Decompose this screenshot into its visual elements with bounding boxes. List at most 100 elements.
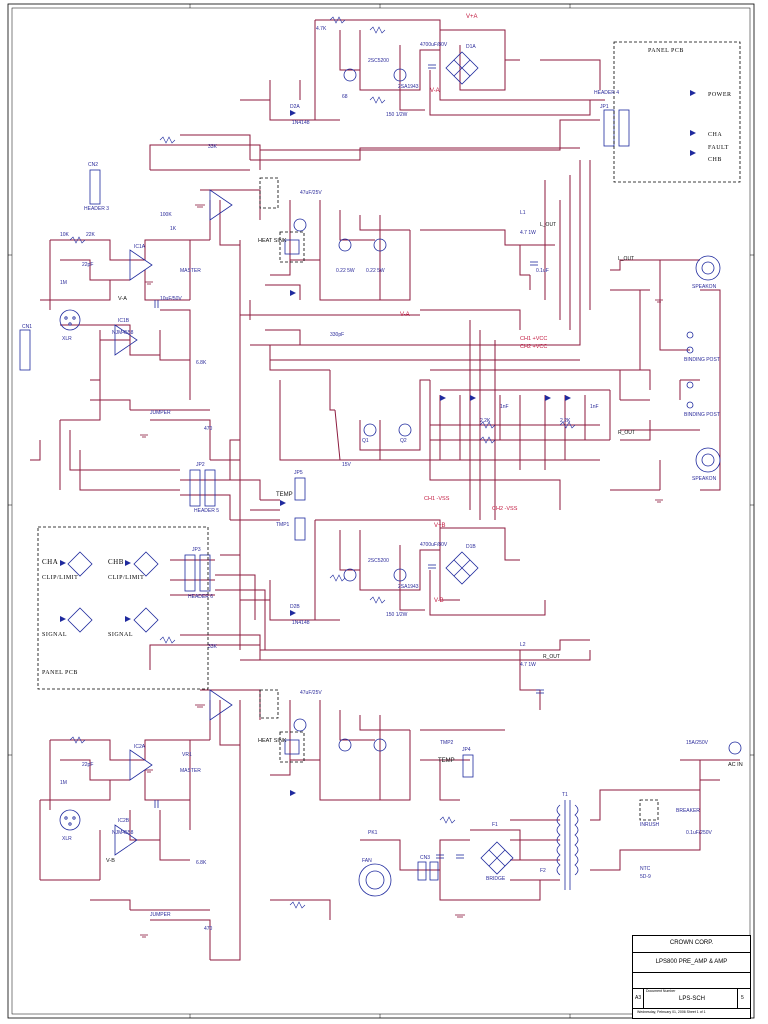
ic1a-label: IC1A	[134, 244, 146, 250]
chb-left-label: CHB	[108, 558, 124, 566]
value-r-0r22-b: 0.22 5W	[366, 268, 385, 274]
component-symbols	[19, 51, 742, 897]
d1a-label: D1A	[466, 44, 476, 50]
value-l2: L2	[520, 642, 526, 648]
jp4-label: JP4	[462, 747, 471, 753]
value-r-22k-a: 22K	[86, 232, 95, 238]
doc-number: LPS-SCH	[679, 996, 706, 1002]
q1-label: Q1	[362, 438, 369, 444]
rail-va-label: V-A	[400, 312, 410, 318]
date-sheet-row: Wednesday, February 01, 2006 Sheet 1 of …	[637, 1010, 706, 1014]
tmp2-label: TMP2	[440, 740, 454, 746]
master-a-label: MASTER	[180, 268, 201, 274]
value-r-4r7-a: 4.7 1W	[520, 230, 536, 236]
sheet-inner-border	[11, 7, 751, 1015]
t1-label: T1	[562, 792, 568, 798]
value-d-1n4148-a: 1N4148	[292, 120, 310, 126]
l-out-net-label: L_OUT	[540, 222, 557, 228]
wire-network	[30, 19, 740, 961]
inrush-label: INRUSH	[640, 822, 660, 828]
breaker-label: BREAKER	[676, 808, 700, 814]
f2-label: F2	[540, 868, 546, 874]
schematic-title: LPS800 PRE_AMP & AMP	[655, 959, 728, 965]
speakon-2-label: SPEAKON	[692, 476, 717, 482]
header4-label: HEADER 4	[594, 90, 620, 96]
heat-sink-a-label: HEAT SINK	[258, 238, 287, 244]
company-name: CROWN CORP.	[669, 940, 714, 946]
value-r-150-a: 150 1/2W	[386, 112, 408, 118]
doc-number-caption: Document Number	[646, 989, 676, 993]
value-ic-4558-b: NJM4558	[112, 830, 134, 836]
value-r-6k8-b: 6.8K	[196, 860, 207, 866]
resistor-symbols	[69, 16, 576, 909]
ac-in-label: AC IN	[728, 762, 743, 768]
r-out-net-label: R_OUT	[543, 654, 560, 660]
rail-vnb-label: V-B	[434, 598, 444, 604]
value-l1: L1	[520, 210, 526, 216]
tmp1-label: TMP1	[276, 522, 290, 528]
value-r-2k2-b: 2.2K	[560, 418, 571, 424]
clip-limit-a-label: CLIP/LIMIT	[42, 575, 79, 581]
d1b-label: D1B	[466, 544, 476, 550]
ic2b-label: IC2B	[118, 818, 130, 824]
value-c-1n-a: 1nF	[500, 404, 509, 410]
rail-ch2-vss-label: CH2 -VSS	[492, 506, 518, 512]
clip-limit-b-label: CLIP/LIMIT	[108, 575, 145, 581]
value-r-150-b: 150 1/2W	[386, 612, 408, 618]
diode-symbols	[60, 90, 696, 796]
jp2-label: JP2	[196, 462, 205, 468]
binding-post-1-label: BINDING POST	[684, 357, 720, 363]
value-c-22p-a: 22pF	[82, 262, 94, 268]
panel-pcb-title: PANEL PCB	[648, 48, 684, 54]
value-c-10u-a: 10uF/50V	[160, 296, 182, 302]
power-led-label: POWER	[708, 92, 732, 98]
value-zener-a: 15V	[342, 462, 351, 468]
binding-post-2-label: BINDING POST	[684, 412, 720, 418]
value-r-10k-a: 10K	[60, 232, 69, 238]
fan-label: FAN	[362, 858, 372, 864]
value-c-470u-b: 4700uF/80V	[420, 542, 448, 548]
header5-label: HEADER 5	[194, 508, 220, 514]
value-r-1m-b: 1M	[60, 780, 67, 786]
value-r-1k-a: 1K	[170, 226, 177, 232]
xlr-a-label: XLR	[62, 336, 72, 342]
panel-pcb-box	[613, 41, 741, 183]
value-r-68-a: 68	[342, 94, 348, 100]
jp1-label: JP1	[600, 104, 609, 110]
fault-led-label: FAULT	[708, 145, 729, 151]
value-r-2k2-a: 2.2K	[480, 418, 491, 424]
panel-pcb-left-box	[37, 526, 209, 690]
sheet-size: A3	[635, 995, 642, 1001]
value-q-2sa1943-a: 2SA1943	[398, 84, 419, 90]
value-q-2sa1943-b: 2SA1943	[398, 584, 419, 590]
jumper-a-label: JUMPER	[150, 410, 171, 416]
header3-label: HEADER 3	[84, 206, 110, 212]
value-ntc: 5D-9	[640, 874, 651, 880]
value-d-1n4148-b: 1N4148	[292, 620, 310, 626]
vr1-label: VR1	[182, 752, 192, 758]
value-r-0r22-a: 0.22 5W	[336, 268, 355, 274]
value-r-6k8-a: 6.8K	[196, 360, 207, 366]
ic1b-label: IC1B	[118, 318, 130, 324]
revision: 5	[741, 995, 744, 1001]
value-r-33k-a: 33K	[208, 144, 217, 150]
title-block: CROWN CORP. LPS800 PRE_AMP & AMP Documen…	[632, 935, 751, 1019]
speakon-1-label: SPEAKON	[692, 284, 717, 290]
dashed-groups	[37, 41, 741, 821]
x-cap-label: 0.1uF/250V	[686, 830, 712, 836]
bridge-label: BRIDGE	[486, 876, 506, 882]
cha-led-label: CHA	[708, 132, 723, 138]
ground-symbols	[140, 204, 663, 938]
value-r-470-b: 470	[204, 926, 213, 932]
cn1-label: CN1	[22, 324, 33, 330]
xlr-b-label: XLR	[62, 836, 72, 842]
jp5-label: JP5	[294, 470, 303, 476]
rail-ch2-vcc-label: CH2 +VCC	[520, 344, 548, 350]
value-q-2sc5200-a: 2SC5200	[368, 58, 389, 64]
value-r-100k-a: 100K	[160, 212, 172, 218]
value-c-330p-a: 330pF	[330, 332, 345, 338]
value-c-22p-b: 22pF	[82, 762, 94, 768]
d2b-label: D2B	[290, 604, 300, 610]
sheet-border	[7, 3, 755, 1019]
rail-vna-label: V-A	[430, 88, 440, 94]
